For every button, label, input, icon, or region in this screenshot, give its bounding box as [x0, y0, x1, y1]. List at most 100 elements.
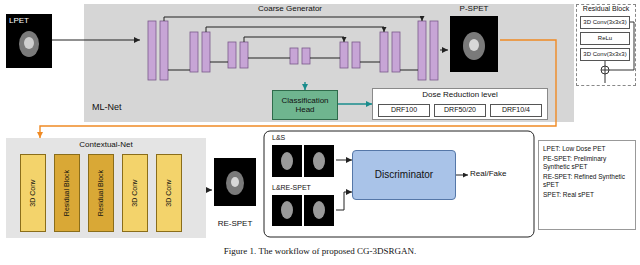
- node-label: L&S: [272, 134, 285, 142]
- image-panel: RE-SPET: [212, 156, 258, 228]
- skip-connection: [609, 22, 634, 70]
- layer-block: 3D Conv: [156, 154, 182, 232]
- sum-symbol: [601, 66, 609, 74]
- feature-map: [418, 21, 426, 80]
- up-link: [360, 62, 380, 63]
- up-link: [310, 58, 340, 59]
- feature-map: [380, 32, 388, 72]
- pet-image: [231, 177, 239, 187]
- node-label: DRF100: [391, 106, 417, 114]
- node-label: L&RE-SPET: [272, 184, 311, 192]
- pet-image: [214, 158, 256, 206]
- up-link: [400, 70, 418, 71]
- wire: [605, 74, 606, 83]
- pet-image: [281, 201, 293, 219]
- feature-map: [240, 42, 248, 68]
- image-panel: LPET: [6, 14, 52, 68]
- node-label: PE-SPET: Preliminary Synthetic sPET: [543, 155, 631, 170]
- layer-block: 3D Conv: [122, 154, 148, 232]
- node-label: Classification Head: [273, 96, 337, 114]
- down-link: [168, 70, 190, 71]
- feature-map: [148, 21, 156, 80]
- network-panel: 3D Conv Residual Block Residual Block 3D Co…: [6, 138, 206, 238]
- layer-label: Residual Block: [97, 170, 105, 216]
- feature-map: [352, 42, 360, 68]
- skip-connection: [206, 27, 384, 32]
- layer-box: 3D Conv(3x3x3): [580, 16, 630, 29]
- figure-caption: Figure 1. The workflow of proposed CG-3D…: [0, 246, 640, 256]
- flow-arrow: [52, 40, 140, 41]
- node-label: Dose Reduction level: [422, 90, 498, 99]
- node-label: SPET: Real sPET: [543, 191, 594, 198]
- layer-block: Residual Block: [88, 154, 114, 232]
- network-panel: Coarse Generator P-SPET Classification Hea…: [84, 4, 574, 122]
- node-label: P-SPET: [460, 4, 489, 13]
- class-box: DRF100: [378, 104, 430, 117]
- pet-image: [6, 14, 52, 68]
- node-label: RE-SPET: [218, 219, 253, 228]
- node-label: Residual Block: [583, 5, 629, 13]
- sum-symbol: [601, 66, 609, 74]
- layer-block: 3D Conv: [20, 154, 46, 232]
- generator-block: Coarse Generator: [140, 4, 440, 82]
- class-box: DRF50/20: [434, 104, 486, 117]
- pet-image: [469, 39, 479, 51]
- image-pair: L&S: [270, 134, 336, 180]
- wire: [605, 61, 606, 66]
- pet-image: [24, 37, 34, 49]
- layer-block: Residual Block: [54, 154, 80, 232]
- skip-connection: [244, 37, 344, 42]
- node-label: LPET: [9, 16, 29, 25]
- node-label: DRF50/20: [444, 106, 476, 114]
- feature-map: [160, 21, 168, 80]
- node-label: ML-Net: [92, 102, 122, 112]
- feature-map: [202, 32, 210, 72]
- key-box: LPET: Low Dose PET PE-SPET: Preliminary S…: [538, 140, 636, 230]
- node-label: 3D Conv(3x3x3): [583, 19, 626, 26]
- feature-map: [392, 32, 400, 72]
- layer-box: ReLu: [580, 32, 630, 45]
- flow-arrow: [40, 40, 556, 138]
- feature-map: [340, 42, 348, 68]
- feature-map: [190, 32, 198, 72]
- node-label: LPET: Low Dose PET: [543, 145, 606, 152]
- node-label: Coarse Generator: [258, 4, 322, 13]
- flow-arrow: [304, 82, 305, 90]
- pet-image: [19, 31, 39, 57]
- pet-image: [313, 201, 325, 219]
- layer-label: Residual Block: [63, 170, 71, 216]
- down-link: [248, 58, 290, 59]
- output-arrow: [456, 175, 468, 176]
- feature-map: [290, 48, 298, 64]
- pet-image: [272, 145, 302, 177]
- layer-box: 3D Conv(3x3x3): [580, 48, 630, 61]
- node-label: DRF10/4: [502, 106, 530, 114]
- skip-connection: [164, 17, 422, 21]
- flow-arrow: [336, 192, 352, 210]
- class-box: DRF10/4: [490, 104, 542, 117]
- pet-image: [313, 152, 325, 170]
- node-label: Contextual-Net: [79, 140, 132, 149]
- pet-image: [304, 145, 334, 177]
- layer-label: 3D Conv: [131, 179, 139, 206]
- image-pair: L&RE-SPET: [270, 184, 336, 232]
- process-box: Classification Head: [272, 90, 338, 120]
- output-box: DRF100 DRF50/20 DRF10/4 Dose Reduction leve…: [372, 88, 548, 120]
- node-label: 3D Conv(3x3x3): [583, 51, 626, 58]
- flow-arrow: [206, 190, 212, 191]
- group-outline: [264, 131, 534, 237]
- node-label: Discriminator: [375, 169, 433, 181]
- feature-map: [228, 42, 236, 68]
- panel-fill: [84, 4, 574, 122]
- layer-label: 3D Conv: [165, 179, 173, 206]
- pet-image: [450, 16, 498, 72]
- pet-image: [226, 171, 244, 195]
- legend-panel: 3D Conv(3x3x3) ReLu 3D Conv(3x3x3) Residual…: [576, 4, 636, 86]
- flow-arrow: [336, 160, 352, 161]
- discriminator-box: Discriminator: [352, 150, 456, 200]
- down-link: [210, 62, 228, 63]
- node-label: RE-SPET: Refined Synthetic sPET: [543, 173, 631, 188]
- pet-image: [272, 195, 302, 226]
- image-panel: P-SPET: [448, 4, 500, 74]
- pet-image: [281, 152, 293, 170]
